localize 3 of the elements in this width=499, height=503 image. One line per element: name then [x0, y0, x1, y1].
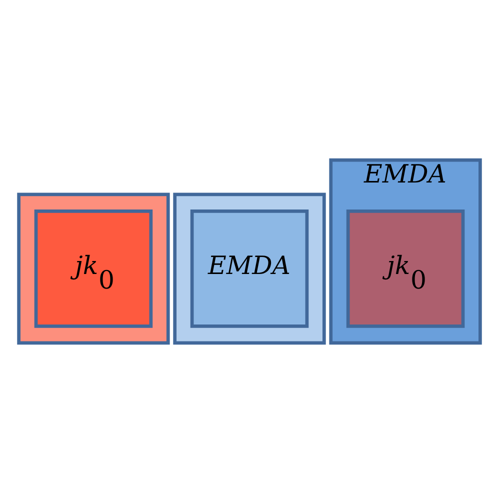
cluster [173, 192, 326, 345]
node-box: EMDA [190, 210, 309, 328]
cluster [17, 192, 170, 345]
